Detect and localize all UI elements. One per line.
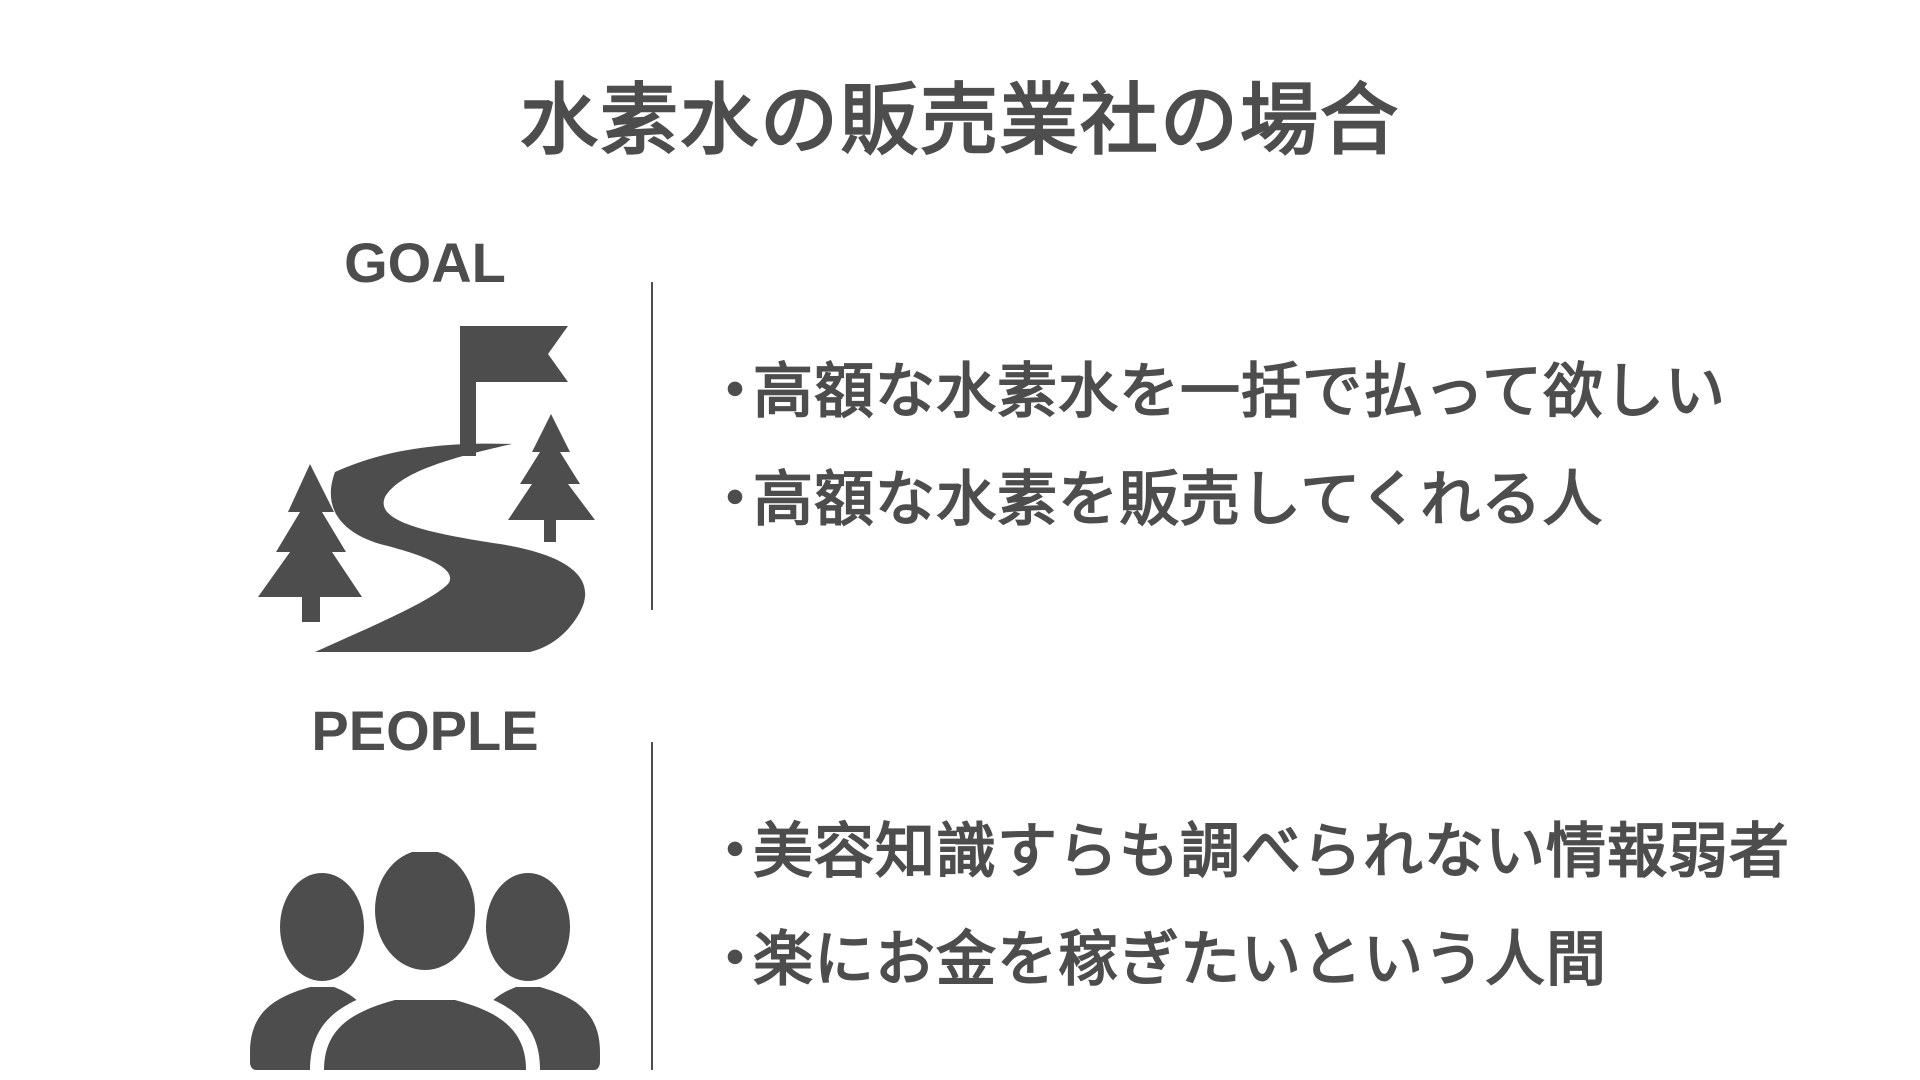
people-divider — [651, 742, 653, 1070]
people-group-icon — [250, 852, 600, 1070]
mountain-path-flag-icon — [250, 322, 600, 652]
bullet-marker: ・ — [705, 465, 766, 535]
people-bullet-text: 美容知識すらも調べられない情報弱者 — [753, 817, 1790, 887]
goal-bullet-text: 高額な水素水を一括で払って欲しい — [753, 357, 1726, 427]
bullet-marker: ・ — [705, 357, 766, 427]
bullet-marker: ・ — [705, 817, 766, 887]
goal-divider — [651, 282, 653, 610]
goal-label: GOAL — [344, 231, 506, 294]
list-item: ・高額な水素水を一括で払って欲しい — [705, 352, 1726, 460]
people-bullet-list: ・美容知識すらも調べられない情報弱者 ・楽にお金を稼ぎたいという人間 — [705, 812, 1790, 1028]
people-label: PEOPLE — [311, 699, 539, 762]
list-item: ・楽にお金を稼ぎたいという人間 — [705, 920, 1790, 1028]
list-item: ・美容知識すらも調べられない情報弱者 — [705, 812, 1790, 920]
list-item: ・高額な水素を販売してくれる人 — [705, 460, 1726, 568]
slide-title: 水素水の販売業社の場合 — [519, 76, 1400, 166]
people-bullet-text: 楽にお金を稼ぎたいという人間 — [753, 925, 1607, 995]
goal-bullet-list: ・高額な水素水を一括で払って欲しい ・高額な水素を販売してくれる人 — [705, 352, 1726, 568]
bullet-marker: ・ — [705, 925, 766, 995]
goal-bullet-text: 高額な水素を販売してくれる人 — [753, 465, 1604, 535]
